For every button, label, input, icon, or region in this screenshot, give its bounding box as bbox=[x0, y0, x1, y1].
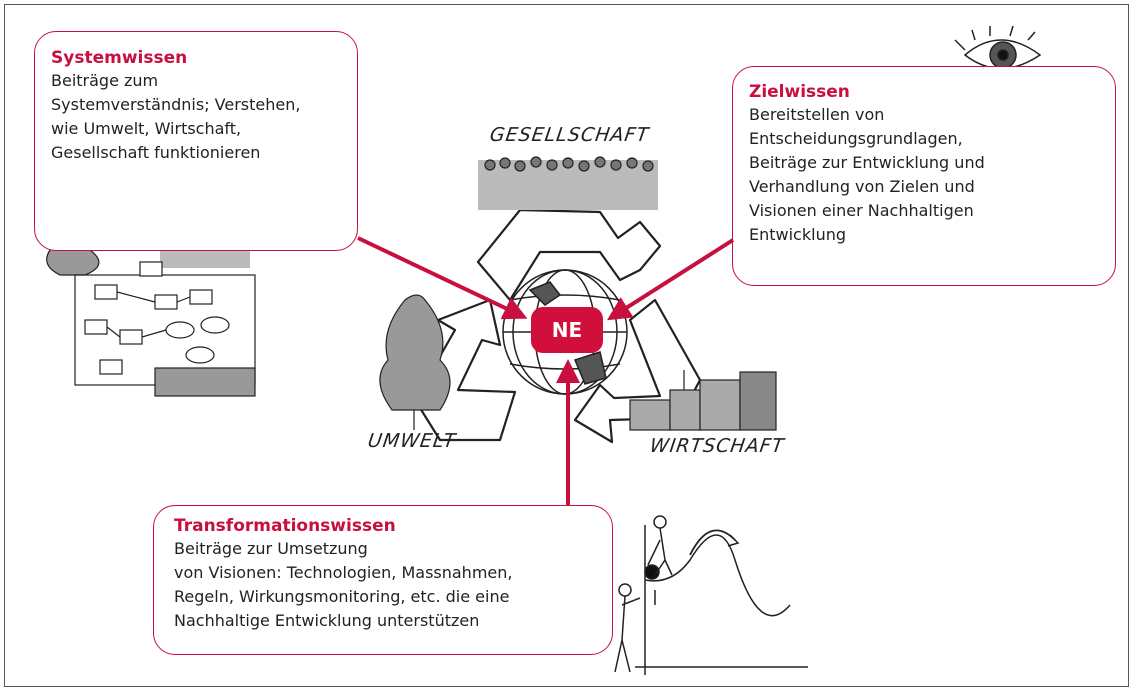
zielwissen-line: Entwicklung bbox=[749, 225, 846, 244]
systemwissen-line: Gesellschaft funktionieren bbox=[51, 143, 261, 162]
zielwissen-line: Verhandlung von Zielen und bbox=[749, 177, 975, 196]
systemwissen-title: Systemwissen bbox=[51, 48, 188, 68]
ne-badge: NE bbox=[531, 307, 603, 353]
zielwissen-box: Zielwissen Bereitstellen von Entscheidun… bbox=[732, 66, 1116, 286]
transformationswissen-line: Nachhaltige Entwicklung unterstützen bbox=[174, 611, 480, 630]
zielwissen-title: Zielwissen bbox=[749, 82, 850, 102]
transformationswissen-line: Regeln, Wirkungsmonitoring, etc. die ein… bbox=[174, 587, 510, 606]
systemwissen-box: Systemwissen Beiträge zum Systemverständ… bbox=[34, 31, 358, 251]
zielwissen-line: Entscheidungsgrundlagen, bbox=[749, 129, 963, 148]
crowd-sketch bbox=[478, 156, 658, 210]
tree-sketch bbox=[379, 294, 451, 430]
label-umwelt: UMWELT bbox=[366, 430, 458, 452]
transformationswissen-title: Transformationswissen bbox=[174, 516, 396, 536]
zielwissen-line: Bereitstellen von bbox=[749, 105, 885, 124]
factory-sketch bbox=[629, 370, 777, 431]
transformationswissen-line: Beiträge zur Umsetzung bbox=[174, 539, 368, 558]
transformationswissen-box: Transformationswissen Beiträge zur Umset… bbox=[153, 505, 613, 655]
zielwissen-line: Visionen einer Nachhaltigen bbox=[749, 201, 974, 220]
systemwissen-line: Systemverständnis; Verstehen, bbox=[51, 95, 301, 114]
label-wirtschaft: WIRTSCHAFT bbox=[648, 435, 786, 457]
transformationswissen-line: von Visionen: Technologien, Massnahmen, bbox=[174, 563, 513, 582]
systemwissen-line: wie Umwelt, Wirtschaft, bbox=[51, 119, 242, 138]
zielwissen-line: Beiträge zur Entwicklung und bbox=[749, 153, 985, 172]
label-gesellschaft: GESELLSCHAFT bbox=[488, 124, 651, 146]
systemwissen-line: Beiträge zum bbox=[51, 71, 159, 90]
people-pushing-ball-sketch bbox=[614, 515, 808, 675]
